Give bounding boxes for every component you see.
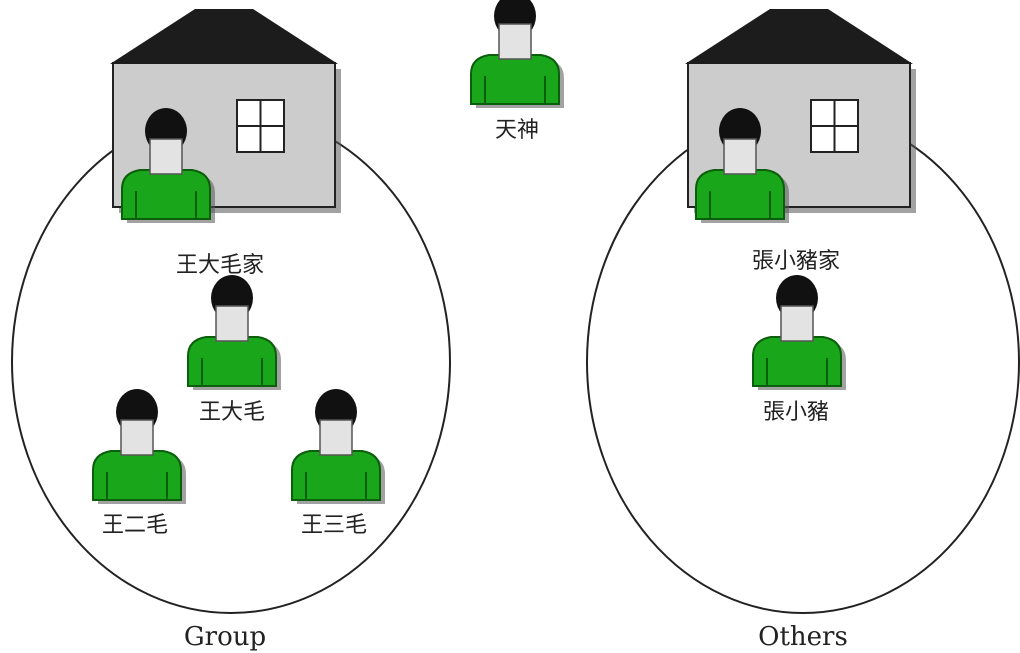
label-house-left: 王大毛家 — [176, 253, 264, 278]
person-icon — [92, 388, 187, 505]
label-god: 天神 — [495, 118, 539, 143]
person-icon — [187, 274, 282, 391]
label-zhang-xiaozhu: 張小豬 — [763, 400, 829, 425]
person-icon — [291, 388, 386, 505]
label-wang-damao: 王大毛 — [199, 400, 265, 425]
label-wang-ermao: 王二毛 — [102, 513, 168, 538]
label-house-right: 張小豬家 — [752, 249, 840, 274]
others-caption: Others — [758, 622, 848, 652]
label-wang-sanmao: 王三毛 — [301, 513, 367, 538]
group-caption: Group — [184, 622, 266, 652]
person-icon — [752, 274, 847, 391]
person-icon — [470, 0, 565, 109]
